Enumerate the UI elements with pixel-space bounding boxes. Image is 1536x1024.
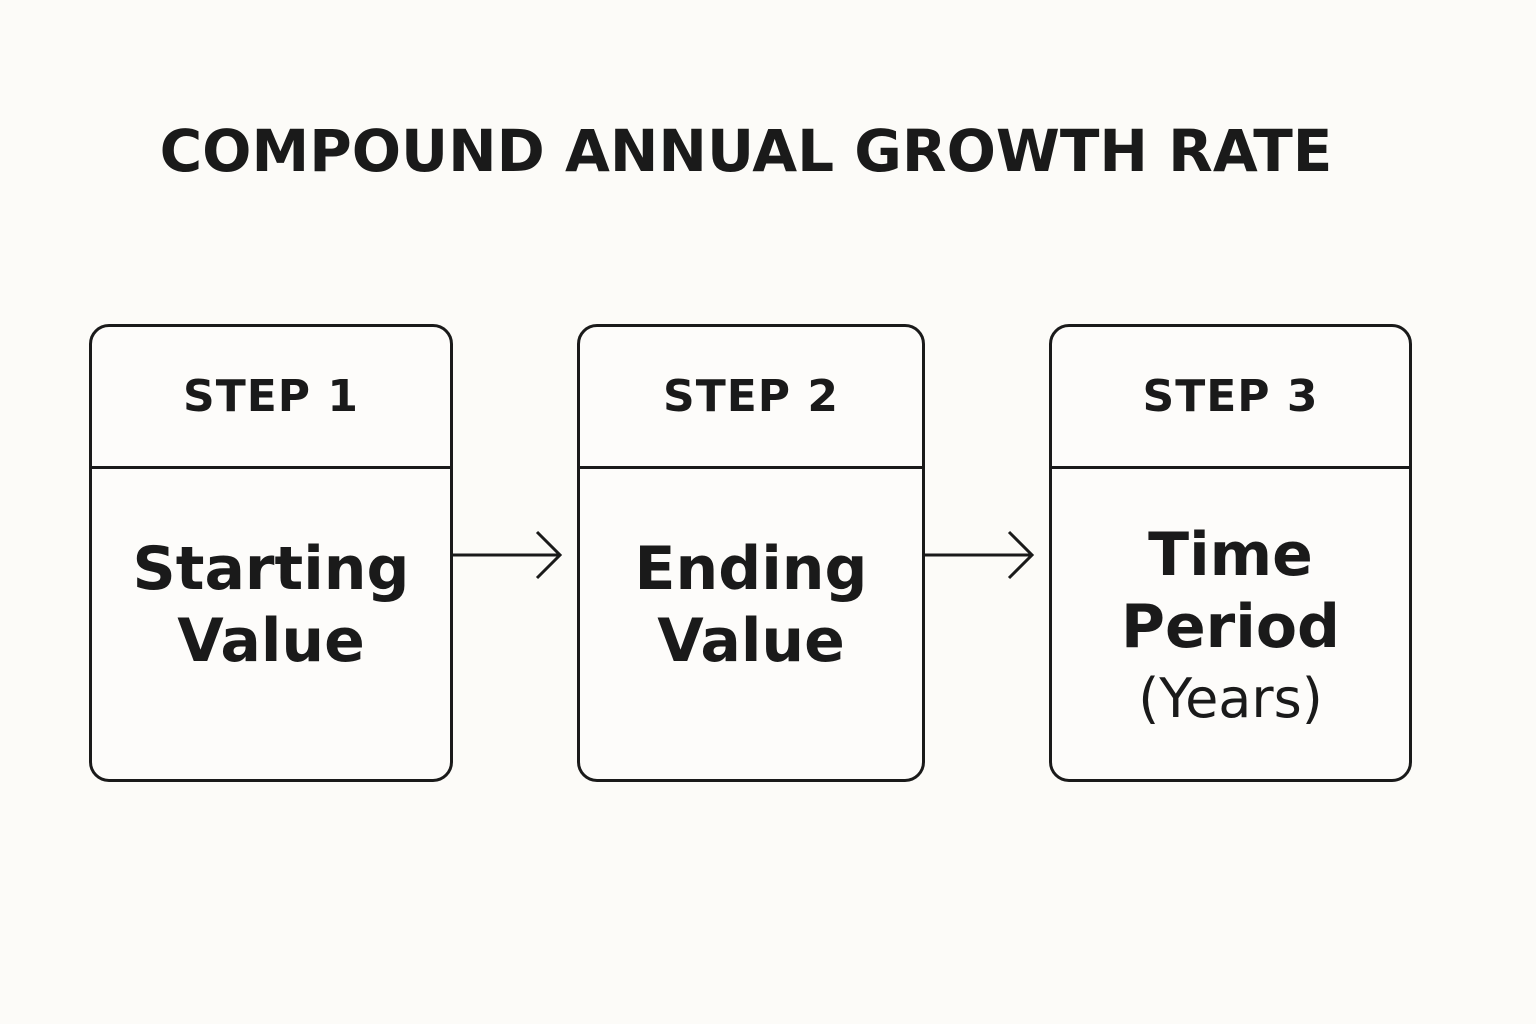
step-2-content: Ending Value: [580, 469, 922, 779]
step-2-box: STEP 2 Ending Value: [577, 324, 925, 782]
step-1-content: Starting Value: [92, 469, 450, 779]
diagram-title: COMPOUND ANNUAL GROWTH RATE: [159, 117, 1333, 185]
arrow-right-icon: [453, 530, 563, 580]
step-1-line-1: Starting: [132, 534, 410, 604]
step-2-header: STEP 2: [580, 327, 922, 469]
step-3-line-1: Time: [1148, 520, 1313, 590]
step-3-content: Time Period (Years): [1052, 469, 1409, 779]
step-3-header: STEP 3: [1052, 327, 1409, 469]
step-2-line-1: Ending: [634, 534, 868, 604]
arrow-right-icon: [925, 530, 1035, 580]
step-1-line-2: Value: [177, 606, 365, 676]
step-3-line-2: Period: [1121, 592, 1340, 662]
step-3-box: STEP 3 Time Period (Years): [1049, 324, 1412, 782]
step-1-header: STEP 1: [92, 327, 450, 469]
step-3-line-3: (Years): [1138, 667, 1323, 730]
step-1-box: STEP 1 Starting Value: [89, 324, 453, 782]
step-2-line-2: Value: [657, 606, 845, 676]
